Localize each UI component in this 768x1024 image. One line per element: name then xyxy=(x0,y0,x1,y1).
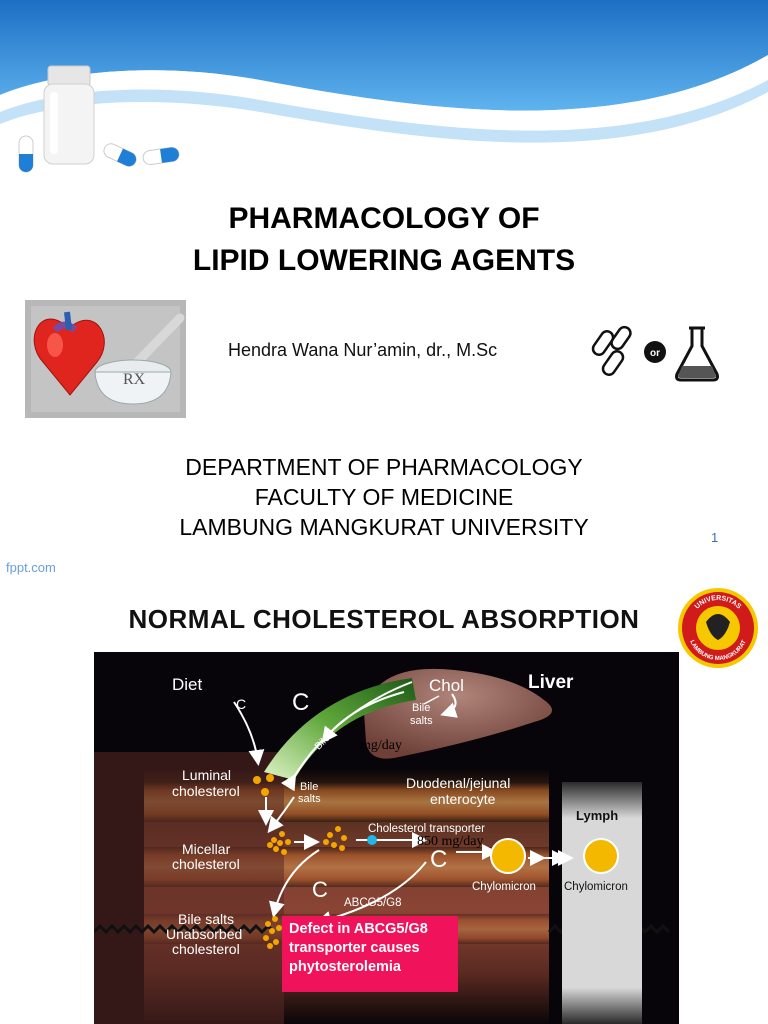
absorption-diagram: Diet C C Bile Chol Bile salts Liver mg/d… xyxy=(94,652,679,1024)
label-diet: Diet xyxy=(172,675,203,694)
label-mg-day-transporter: 850 mg/day xyxy=(417,834,484,849)
label-bile-liver-2: salts xyxy=(410,715,433,727)
or-badge: or xyxy=(650,348,660,359)
callout-line3: phytosterolemia xyxy=(289,959,401,975)
university-logo: UNIVERSITAS LAMBUNG MANGKURAT xyxy=(678,588,758,668)
dept-line3: LAMBUNG MANGKURAT UNIVERSITY xyxy=(179,514,589,540)
label-unabsorbed-2: Unabsorbed xyxy=(166,926,242,942)
label-micellar-1: Micellar xyxy=(182,841,231,857)
label-abcg: ABCG5/G8 xyxy=(344,897,402,909)
label-c-efflux: C xyxy=(312,877,328,902)
dept-line1: DEPARTMENT OF PHARMACOLOGY xyxy=(185,454,583,480)
bile-arc xyxy=(264,678,416,780)
label-mg-day-top: mg/day xyxy=(360,738,402,753)
luminal-particles xyxy=(253,774,274,796)
defect-callout: Defect in ABCG5/G8 transporter causes ph… xyxy=(282,916,458,992)
watermark: fppt.com xyxy=(6,560,56,575)
label-unabsorbed-3: cholesterol xyxy=(172,941,240,957)
label-unabsorbed-1: Bile salts xyxy=(178,911,234,927)
author-name: Hendra Wana Nur’amin, dr., M.Sc xyxy=(228,340,498,360)
label-bile-lumen-2: salts xyxy=(298,793,321,805)
heart-mortar-rx-icon: RX xyxy=(25,300,186,418)
tablets-icon: or xyxy=(591,325,719,382)
slide-title-line1: PHARMACOLOGY OF xyxy=(228,202,540,235)
page-number: 1 xyxy=(711,530,719,545)
callout-line1: Defect in ABCG5/G8 xyxy=(289,921,428,937)
label-liver: Liver xyxy=(528,672,574,693)
slide-title-line2: LIPID LOWERING AGENTS xyxy=(192,244,576,277)
chylomicron-lymph xyxy=(583,838,619,874)
label-c-enterocyte: C xyxy=(430,846,447,873)
label-bile-lumen-1: Bile xyxy=(300,781,318,793)
callout-line2: transporter causes xyxy=(289,940,420,956)
label-duodenal-1: Duodenal/jejunal xyxy=(406,775,510,791)
label-luminal-2: cholesterol xyxy=(172,783,240,799)
label-c-small: C xyxy=(236,696,246,712)
capsule-icon xyxy=(18,135,34,173)
label-bile-liver-1: Bile xyxy=(412,702,430,714)
micellar-particles xyxy=(267,826,347,855)
title-slide: PHARMACOLOGY OF LIPID LOWERING AGENTS RX… xyxy=(0,0,768,575)
label-luminal-1: Luminal xyxy=(182,767,231,783)
capsule-icon xyxy=(142,146,180,166)
transporter-dot xyxy=(367,835,377,845)
label-transporter: Cholesterol transporter xyxy=(368,823,485,835)
label-duodenal-2: enterocyte xyxy=(430,791,496,807)
capsule-icon xyxy=(103,143,137,167)
label-lymph: Lymph xyxy=(576,808,618,823)
flask-icon xyxy=(675,326,719,382)
label-chol: Chol xyxy=(429,676,464,695)
label-chylomicron-1: Chylomicron xyxy=(472,881,536,893)
label-chylomicron-2: Chylomicron xyxy=(564,881,628,893)
header-banner xyxy=(0,0,768,143)
slide2-title: NORMAL CHOLESTEROL ABSORPTION xyxy=(128,604,640,634)
rx-symbol: RX xyxy=(123,371,146,388)
chylomicron-enterocyte xyxy=(490,838,526,874)
label-c-large: C xyxy=(292,689,309,716)
pill-bottle-icon xyxy=(43,65,95,165)
dept-line2: FACULTY OF MEDICINE xyxy=(254,484,514,510)
unabsorbed-particles xyxy=(263,916,282,949)
label-micellar-2: cholesterol xyxy=(172,856,240,872)
